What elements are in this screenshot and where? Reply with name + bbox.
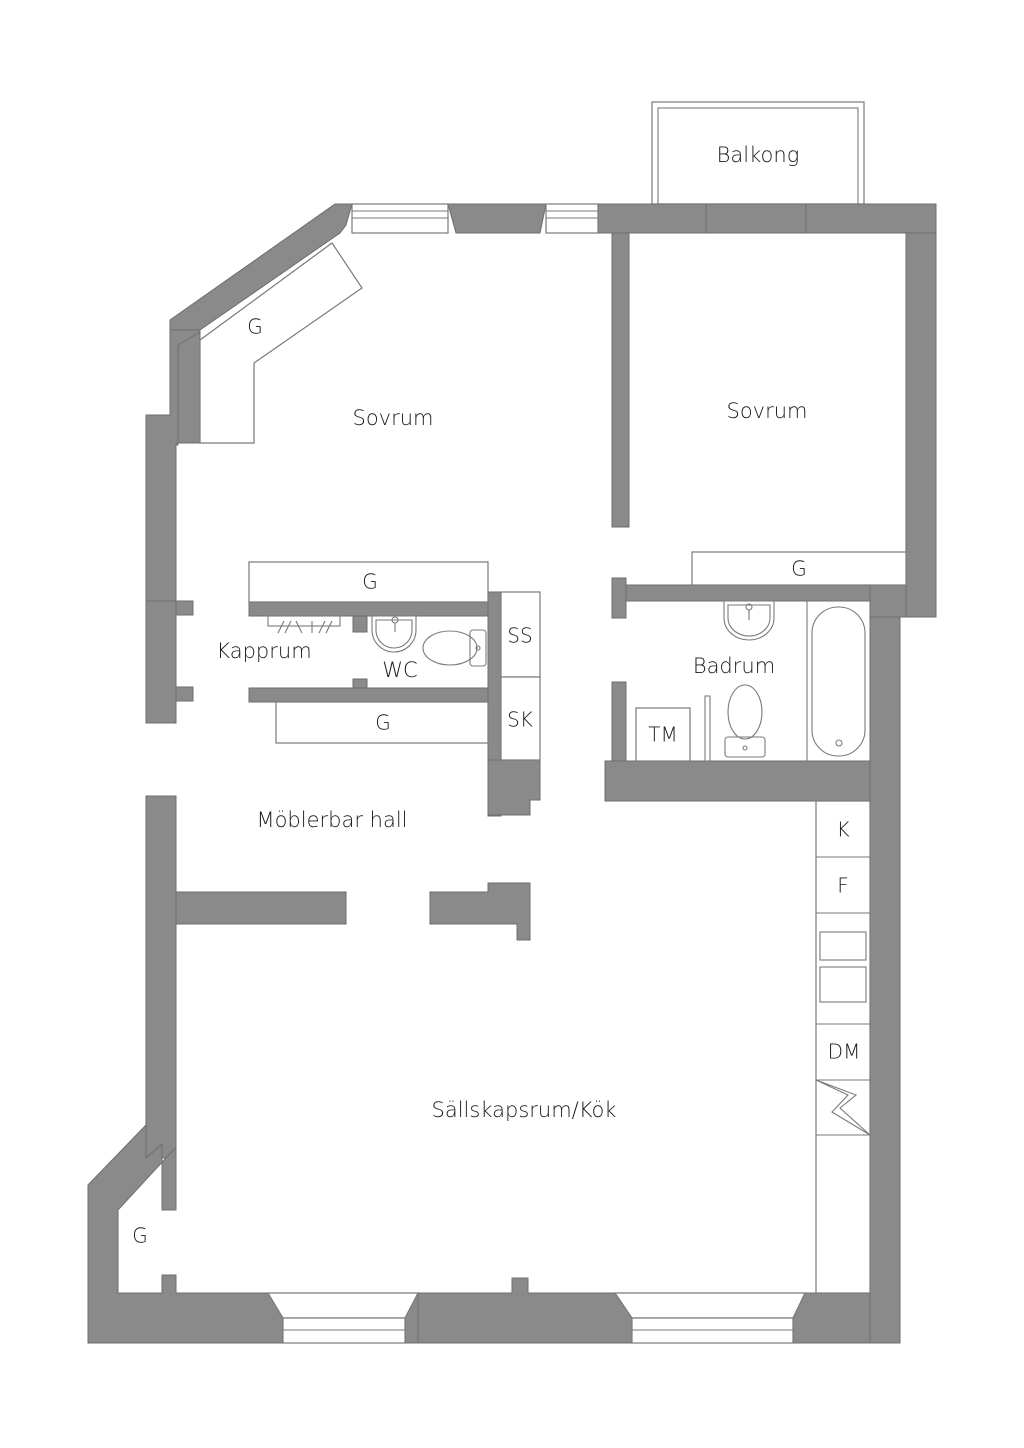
label-balcony: Balkong [717, 143, 800, 167]
label-living-kitchen: Sällskapsrum/Kök [432, 1098, 617, 1122]
fixtures [199, 242, 907, 1294]
wardrobe-bedroom-left [199, 242, 363, 444]
label-wardrobe: G [247, 315, 263, 339]
label-ss: SS [507, 624, 532, 648]
label-bedroom-right: Sovrum [726, 399, 807, 423]
interior-walls [175, 577, 871, 941]
label-wc: WC [382, 658, 417, 682]
labels: Balkong Sovrum Sovrum Kapprum WC Badrum … [132, 143, 860, 1248]
exterior-walls [87, 203, 937, 1344]
toilet-icon [422, 629, 487, 667]
bathtub-icon [811, 606, 866, 757]
hanger-icon [277, 620, 333, 634]
label-cloakroom: Kapprum [216, 639, 311, 663]
sink-icon [371, 615, 417, 653]
label-wardrobe: G [132, 1224, 148, 1248]
label-wardrobe: G [375, 711, 391, 735]
label-bedroom-left: Sovrum [352, 406, 433, 430]
windows [266, 203, 806, 1344]
label-bathroom: Badrum [693, 654, 775, 678]
label-wardrobe: G [362, 570, 378, 594]
label-sk: SK [507, 708, 533, 732]
label-wardrobe: G [791, 557, 807, 581]
bathroom-sink-icon [723, 600, 775, 641]
label-fridge: K [836, 818, 849, 842]
balcony [651, 101, 865, 205]
bathroom-toilet-icon [724, 684, 766, 758]
label-tm: TM [648, 723, 677, 747]
label-freezer: F [837, 874, 849, 898]
label-dishwasher: DM [828, 1040, 861, 1064]
label-hall: Möblerbar hall [256, 808, 407, 832]
electrical-panel-icon [815, 1079, 871, 1136]
